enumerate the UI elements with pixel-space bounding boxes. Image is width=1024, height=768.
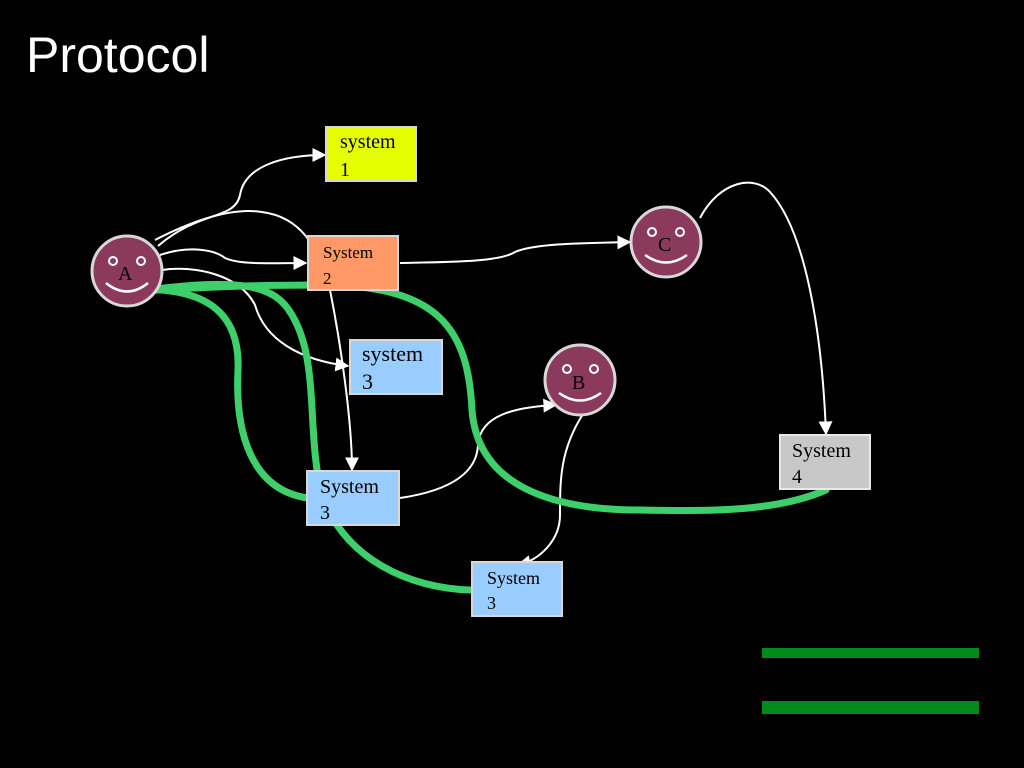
slide-title: Protocol bbox=[26, 27, 210, 83]
system-3a-label-line1: system bbox=[362, 341, 423, 366]
connector-c-to-system-4 bbox=[699, 181, 833, 436]
system-3c-label-line1: System bbox=[487, 568, 540, 588]
actor-c-left-eye bbox=[647, 227, 657, 237]
actor-b: B bbox=[543, 343, 617, 417]
return-path-system-4-to-a bbox=[126, 281, 830, 515]
system-2-label-line1: System bbox=[323, 243, 373, 262]
system-3b-box: System 3 bbox=[306, 470, 400, 526]
system-3b-label-line1: System bbox=[320, 476, 379, 498]
actor-b-smile bbox=[558, 391, 602, 402]
green-bar-bottom bbox=[762, 701, 979, 714]
system-3b-label-line2: 3 bbox=[320, 502, 330, 524]
actor-a: A bbox=[90, 234, 164, 308]
actor-b-right-eye bbox=[589, 364, 599, 374]
connector-a-to-system-1 bbox=[157, 148, 327, 247]
system-1-box: system 1 bbox=[325, 126, 417, 182]
system-3a-box: system 3 bbox=[349, 339, 443, 395]
system-1-label-line1: system bbox=[340, 131, 396, 153]
system-1-label-line2: 1 bbox=[340, 159, 350, 181]
system-2-box: System 2 bbox=[307, 235, 399, 291]
connector-b-to-system-3 bbox=[516, 413, 584, 570]
actor-b-label: B bbox=[572, 372, 585, 394]
system-3c-box: System 3 bbox=[471, 561, 563, 617]
actor-a-label: A bbox=[118, 263, 133, 285]
connector-a-to-system-2 bbox=[159, 248, 308, 271]
return-path-system-3-bottom-to-a bbox=[126, 280, 474, 594]
actor-a-smile bbox=[105, 282, 149, 293]
actor-b-left-eye bbox=[562, 364, 572, 374]
system-4-box: System 4 bbox=[779, 434, 871, 490]
actor-c: C bbox=[629, 205, 703, 279]
system-4-label-line1: System bbox=[792, 440, 851, 462]
actor-a-right-eye bbox=[136, 256, 146, 266]
connector-system-2-to-c bbox=[399, 235, 632, 264]
actor-c-right-eye bbox=[675, 227, 685, 237]
system-2-label-line2: 2 bbox=[323, 269, 332, 288]
actor-c-label: C bbox=[658, 234, 671, 256]
return-path-system-3-to-a bbox=[126, 286, 312, 502]
actor-a-left-eye bbox=[108, 256, 118, 266]
system-4-label-line2: 4 bbox=[792, 466, 802, 488]
connector-system-3-to-b bbox=[399, 398, 558, 499]
system-3c-label-line2: 3 bbox=[487, 593, 496, 613]
actor-c-smile bbox=[644, 253, 688, 264]
green-bar-top bbox=[762, 648, 979, 658]
system-3a-label-line2: 3 bbox=[362, 369, 373, 394]
